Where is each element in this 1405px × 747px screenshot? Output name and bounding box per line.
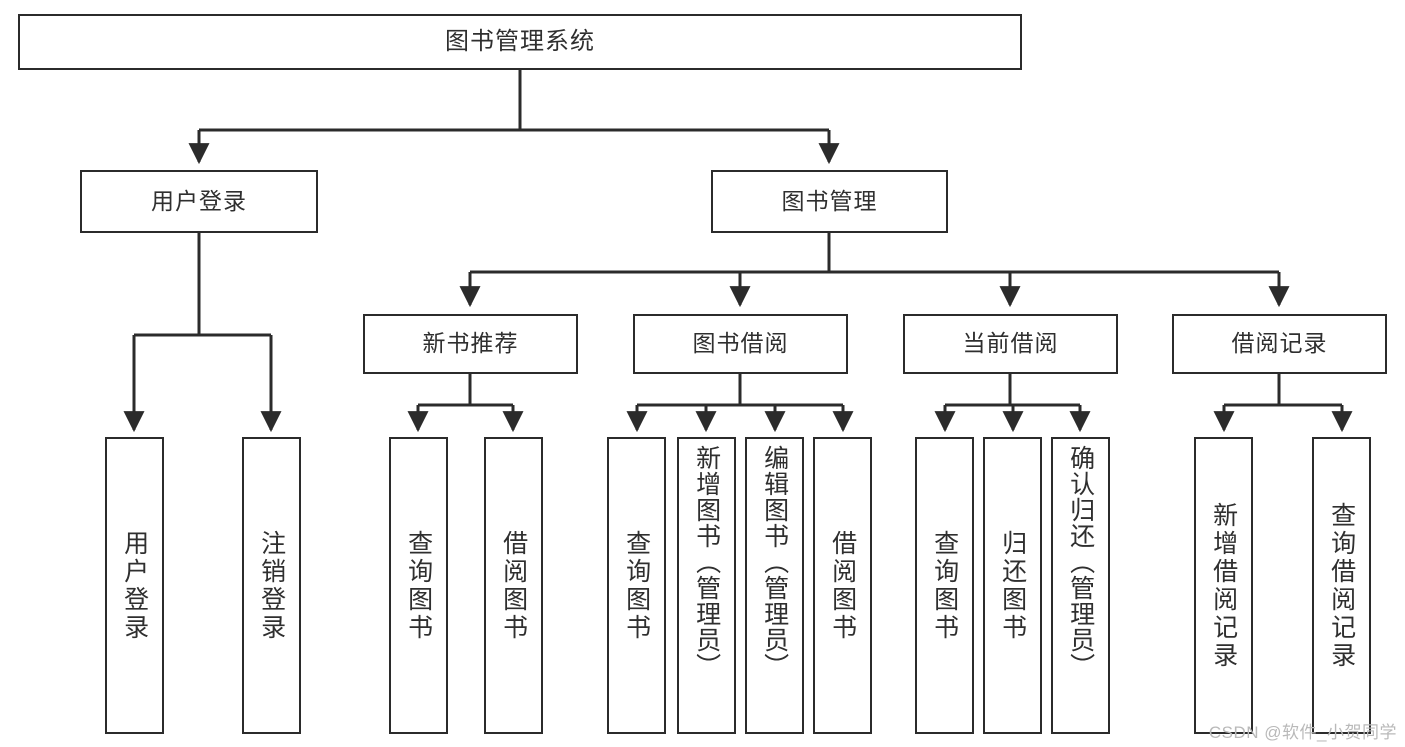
node-label: 新书推荐 bbox=[422, 330, 519, 357]
node-root-system[interactable]: 图书管理系统 bbox=[18, 14, 1022, 70]
node-book-borrow[interactable]: 图书借阅 bbox=[633, 314, 848, 374]
node-borrow-records[interactable]: 借阅记录 bbox=[1172, 314, 1387, 374]
node-label: 确认归还（管理员） bbox=[1066, 445, 1095, 679]
node-label: 用户登录 bbox=[151, 187, 247, 214]
node-label: 图书借阅 bbox=[692, 330, 789, 357]
node-label: 归还图书 bbox=[998, 529, 1027, 642]
node-label: 借阅图书 bbox=[499, 529, 528, 642]
node-user-login[interactable]: 用户登录 bbox=[80, 170, 318, 233]
node-label: 新增图书（管理员） bbox=[692, 445, 721, 679]
node-label: 用户登录 bbox=[120, 529, 149, 642]
node-label: 图书管理 bbox=[781, 187, 878, 214]
leaf-query-book-recommend[interactable]: 查询图书 bbox=[389, 437, 448, 734]
node-label: 借阅图书 bbox=[828, 529, 857, 642]
leaf-borrow-book[interactable]: 借阅图书 bbox=[813, 437, 872, 734]
leaf-query-book-current[interactable]: 查询图书 bbox=[915, 437, 974, 734]
leaf-borrow-book-recommend[interactable]: 借阅图书 bbox=[484, 437, 543, 734]
node-book-management[interactable]: 图书管理 bbox=[711, 170, 948, 233]
leaf-return-book[interactable]: 归还图书 bbox=[983, 437, 1042, 734]
leaf-add-book-admin[interactable]: 新增图书（管理员） bbox=[677, 437, 736, 734]
node-label: 新增借阅记录 bbox=[1209, 501, 1238, 670]
node-label: 查询借阅记录 bbox=[1327, 501, 1356, 670]
leaf-user-login[interactable]: 用户登录 bbox=[105, 437, 164, 734]
node-label: 图书管理系统 bbox=[445, 27, 595, 55]
leaf-edit-book-admin[interactable]: 编辑图书（管理员） bbox=[745, 437, 804, 734]
csdn-watermark: CSDN @软件_小贺同学 bbox=[1208, 723, 1397, 742]
leaf-query-borrow-record[interactable]: 查询借阅记录 bbox=[1312, 437, 1371, 734]
leaf-confirm-return-admin[interactable]: 确认归还（管理员） bbox=[1051, 437, 1110, 734]
node-label: 查询图书 bbox=[930, 529, 959, 642]
leaf-query-book-borrow[interactable]: 查询图书 bbox=[607, 437, 666, 734]
node-label: 当前借阅 bbox=[962, 330, 1059, 357]
node-label: 查询图书 bbox=[622, 529, 651, 642]
node-label: 查询图书 bbox=[404, 529, 433, 642]
leaf-add-borrow-record[interactable]: 新增借阅记录 bbox=[1194, 437, 1253, 734]
node-label: 借阅记录 bbox=[1231, 330, 1328, 357]
node-current-borrow[interactable]: 当前借阅 bbox=[903, 314, 1118, 374]
node-label: 注销登录 bbox=[257, 529, 286, 642]
node-new-book-recommend[interactable]: 新书推荐 bbox=[363, 314, 578, 374]
leaf-user-logout[interactable]: 注销登录 bbox=[242, 437, 301, 734]
node-label: 编辑图书（管理员） bbox=[760, 445, 789, 679]
